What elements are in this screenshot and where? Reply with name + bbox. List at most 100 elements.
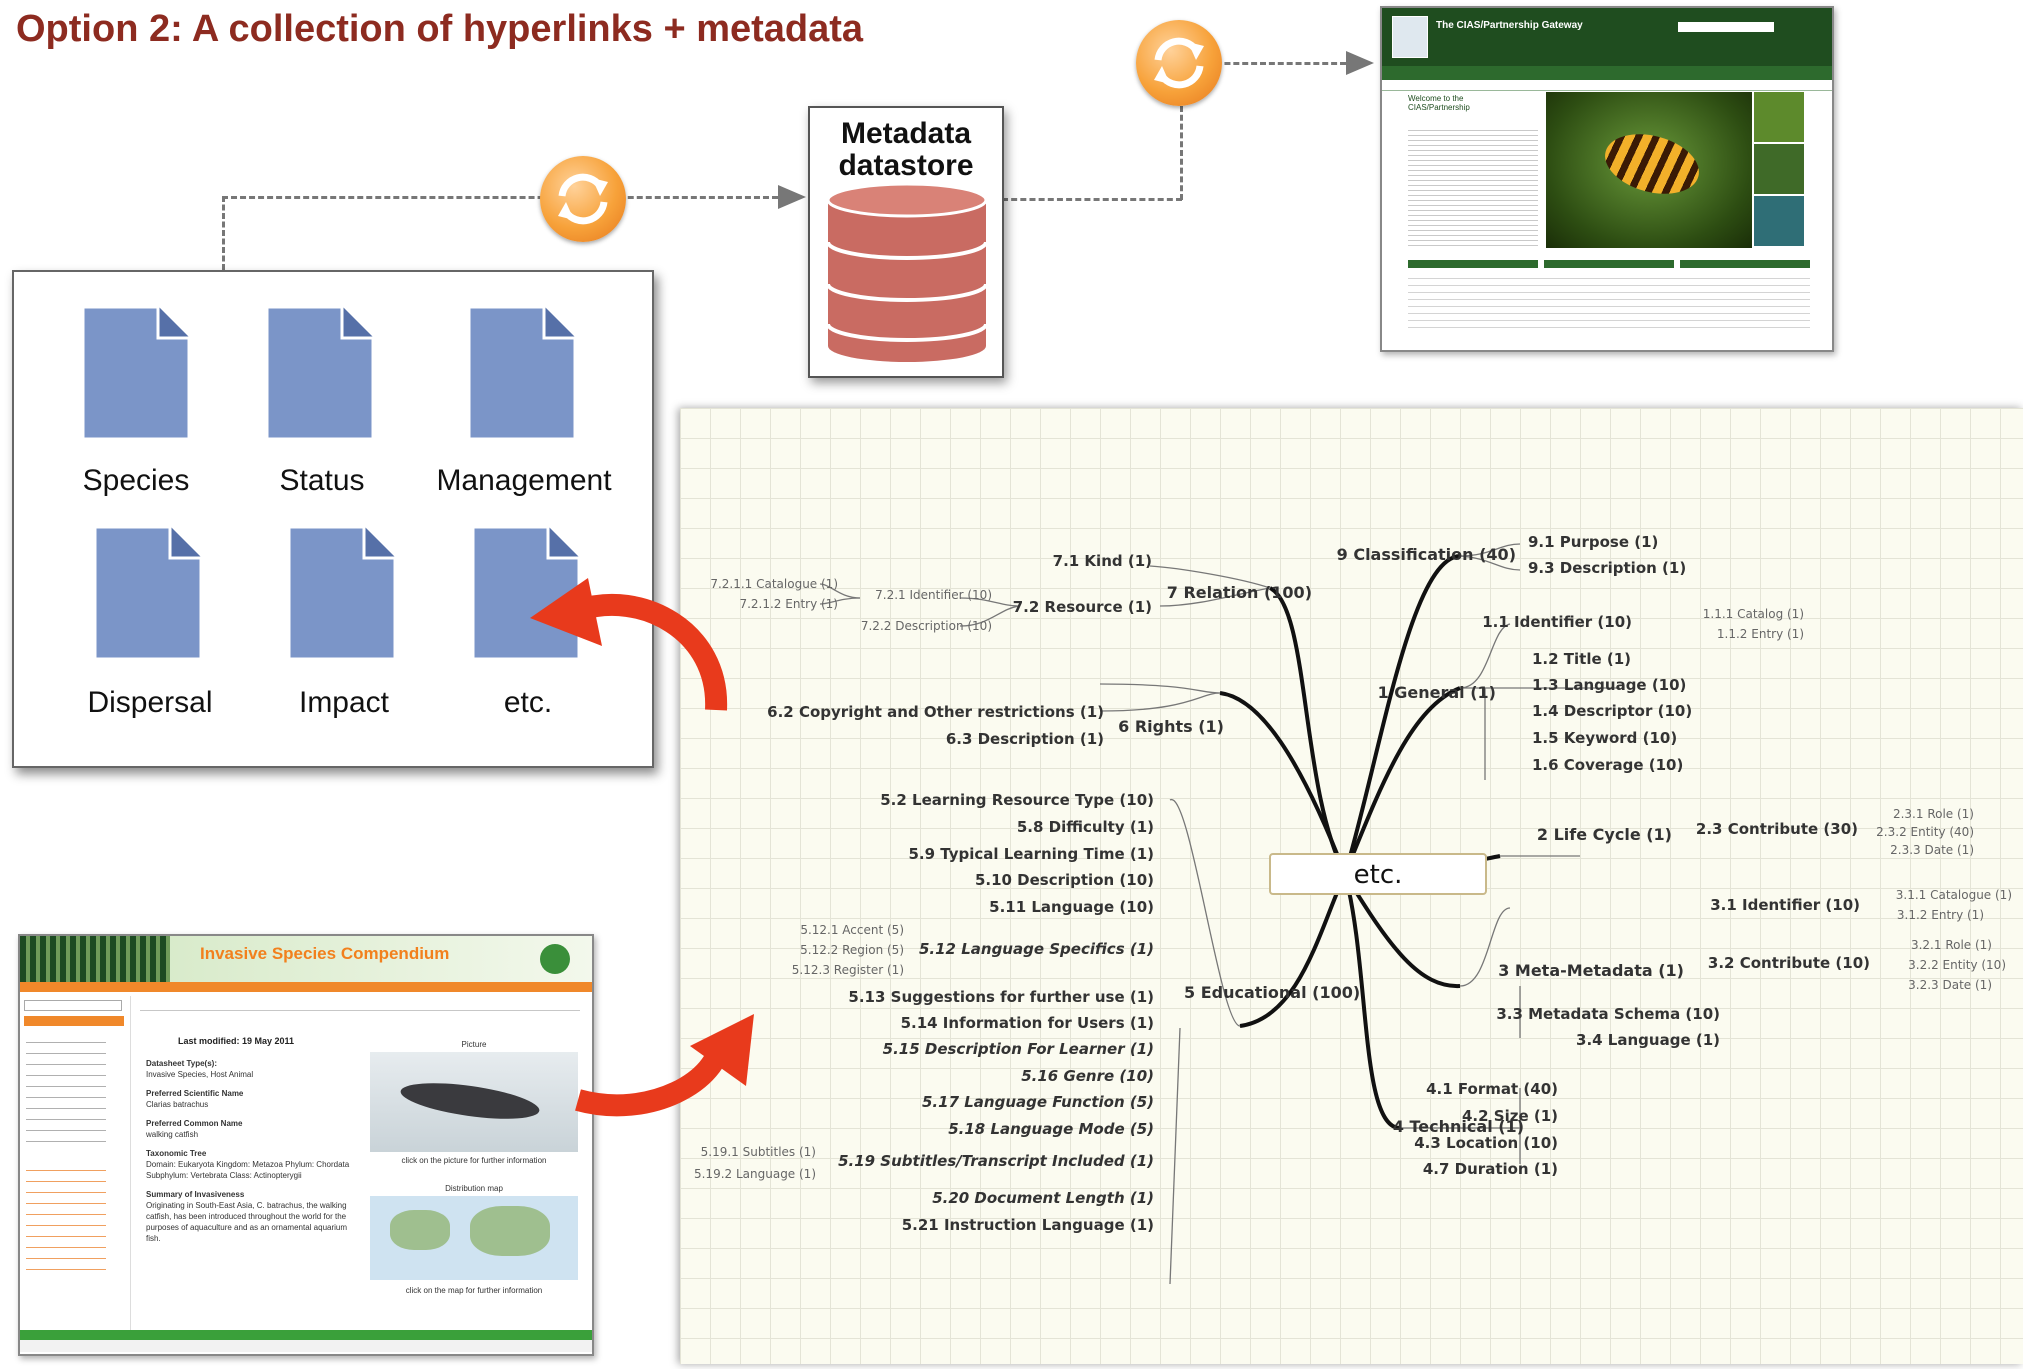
gateway-section-bar — [1680, 260, 1810, 268]
branch-line — [1169, 799, 1241, 1027]
field-value: Originating in South-East Asia, C. batra… — [146, 1201, 348, 1243]
node-metametadata: 3 Meta-Metadata (1) — [1498, 961, 1684, 980]
gateway-thumb-1 — [1754, 92, 1804, 142]
connector-ds-out — [1002, 198, 1182, 201]
gateway-screenshot: The CIAS/Partnership Gateway Welcome to … — [1380, 6, 1834, 352]
main-branches — [1219, 554, 1501, 1130]
field-value: Domain: Eukaryota Kingdom: Metazoa Phylu… — [146, 1160, 350, 1180]
database-icon — [826, 184, 988, 362]
branch-line — [1149, 565, 1271, 589]
node-rights-description: 6.3 Description (1) — [946, 730, 1104, 748]
branch-educational — [1239, 873, 1347, 1028]
node-copyright: 6.2 Copyright and Other restrictions (1) — [767, 703, 1104, 721]
compendium-footer — [20, 1340, 592, 1352]
gateway-subnav — [1382, 80, 1832, 91]
connector-docs-to-ds — [222, 196, 778, 199]
node-region: 5.12.2 Region (5) — [800, 943, 904, 957]
branch-technical — [1343, 873, 1401, 1130]
node-meta-entry: 3.1.2 Entry (1) — [1897, 908, 1984, 922]
distribution-map[interactable] — [370, 1196, 578, 1280]
node-description-for-learner: 5.15 Description For Learner (1) — [883, 1040, 1154, 1058]
node-genre: 5.16 Genre (10) — [1021, 1067, 1154, 1085]
node-typical-learning-time: 5.9 Typical Learning Time (1) — [908, 845, 1154, 863]
node-entity: 2.3.2 Entity (40) — [1876, 825, 1974, 839]
gateway-section-bar — [1544, 260, 1674, 268]
sync-icon — [1136, 20, 1222, 106]
node-language-function: 5.17 Language Function (5) — [922, 1093, 1154, 1111]
beetle-shape — [1598, 124, 1706, 204]
node-document-length: 5.20 Document Length (1) — [932, 1189, 1154, 1207]
node-subtitles: 5.19.1 Subtitles (1) — [701, 1145, 816, 1159]
catfish-image[interactable] — [370, 1052, 578, 1152]
page-title: Option 2: A collection of hyperlinks + m… — [16, 8, 864, 50]
node-difficulty: 5.8 Difficulty (1) — [1017, 818, 1154, 836]
gateway-intro-text — [1408, 126, 1538, 246]
continent-shape — [390, 1210, 450, 1250]
connector-ds-up — [1180, 62, 1183, 200]
gateway-news-list — [1408, 272, 1810, 332]
picture-caption: click on the picture for further informa… — [401, 1156, 547, 1165]
node-accent: 5.12.1 Accent (5) — [800, 923, 904, 937]
compendium-header: Invasive Species Compendium — [20, 936, 592, 982]
compendium-screenshot: Invasive Species Compendium Last modifie… — [18, 934, 594, 1356]
cabi-logo — [540, 944, 570, 974]
gateway-thumb-3 — [1754, 196, 1804, 246]
compendium-tabs[interactable] — [140, 1000, 580, 1011]
red-arrow-to-mindmap — [575, 1014, 754, 1117]
node-title: 1.2 Title (1) — [1532, 650, 1631, 668]
document-icon — [260, 300, 380, 446]
field-value: Invasive Species, Host Animal — [146, 1070, 254, 1079]
node-meta-entity: 3.2.2 Entity (10) — [1908, 958, 2006, 972]
compendium-sidebar — [20, 996, 131, 1330]
branch-line — [959, 597, 1021, 607]
metadata-datastore: Metadata datastore — [808, 106, 1004, 378]
node-educational: 5 Educational (100) — [1184, 983, 1360, 1002]
node-metadata-schema: 3.3 Metadata Schema (10) — [1496, 1005, 1720, 1023]
sidebar-species-links[interactable] — [26, 1160, 106, 1280]
node-classification-description: 9.3 Description (1) — [1528, 559, 1686, 577]
branch-rights — [1219, 691, 1347, 875]
document-icon — [282, 520, 402, 666]
node-general-identifier: 1.1 Identifier (10) — [1482, 613, 1632, 631]
doc-label-dispersal: Dispersal — [87, 686, 213, 719]
node-size: 4.2 Size (1) — [1462, 1107, 1558, 1125]
node-kind: 7.1 Kind (1) — [1053, 552, 1152, 570]
node-meta-date: 3.2.3 Date (1) — [1908, 978, 1992, 992]
node-keyword: 1.5 Keyword (10) — [1532, 729, 1677, 747]
datastore-label-line1: Metadata — [840, 117, 972, 150]
beetle-image — [1546, 92, 1752, 248]
field-label: Datasheet Type(s): — [146, 1059, 217, 1068]
doc-label-species: Species — [82, 464, 190, 497]
node-language-mode: 5.18 Language Mode (5) — [948, 1120, 1154, 1138]
mindmap-svg: etc. 7 Relation (100) 7.1 Kind (1) 7.2 R… — [694, 533, 2012, 1285]
node-meta-language: 3.4 Language (1) — [1576, 1031, 1720, 1049]
branch-general — [1343, 686, 1461, 875]
node-edu-description: 5.10 Description (10) — [975, 871, 1154, 889]
compendium-nav-bar[interactable] — [20, 982, 592, 992]
branch-line — [819, 597, 861, 605]
node-suggestions: 5.13 Suggestions for further use (1) — [848, 988, 1154, 1006]
gateway-search-input[interactable] — [1678, 22, 1774, 32]
map-label: Distribution map — [445, 1184, 503, 1193]
node-classification: 9 Classification (40) — [1337, 545, 1516, 564]
field-label: Summary of Invasiveness — [146, 1190, 245, 1199]
field-label: Preferred Scientific Name — [146, 1089, 244, 1098]
node-role: 2.3.1 Role (1) — [1893, 807, 1974, 821]
branch-line — [1459, 555, 1521, 571]
node-description: 7.2.2 Description (10) — [861, 619, 992, 633]
gateway-nav-bar[interactable] — [1382, 66, 1832, 80]
mindmap-center-label: etc. — [1354, 860, 1403, 890]
node-duration: 4.7 Duration (1) — [1423, 1160, 1558, 1178]
main-menu-bar — [24, 1016, 124, 1026]
sync-icon — [540, 156, 626, 242]
node-identifier: 7.2.1 Identifier (10) — [875, 588, 992, 602]
node-lifecycle: 2 Life Cycle (1) — [1537, 825, 1672, 844]
doc-label-status: Status — [279, 464, 365, 497]
sidebar-links[interactable] — [26, 1032, 106, 1152]
branch-line — [1459, 543, 1521, 557]
compendium-search-input[interactable] — [24, 1000, 122, 1011]
document-collection: Species Status Management Dispersal Impa… — [12, 270, 654, 768]
arrowhead-ds — [778, 185, 806, 209]
continent-shape — [470, 1206, 550, 1256]
branch-line — [1159, 587, 1271, 607]
